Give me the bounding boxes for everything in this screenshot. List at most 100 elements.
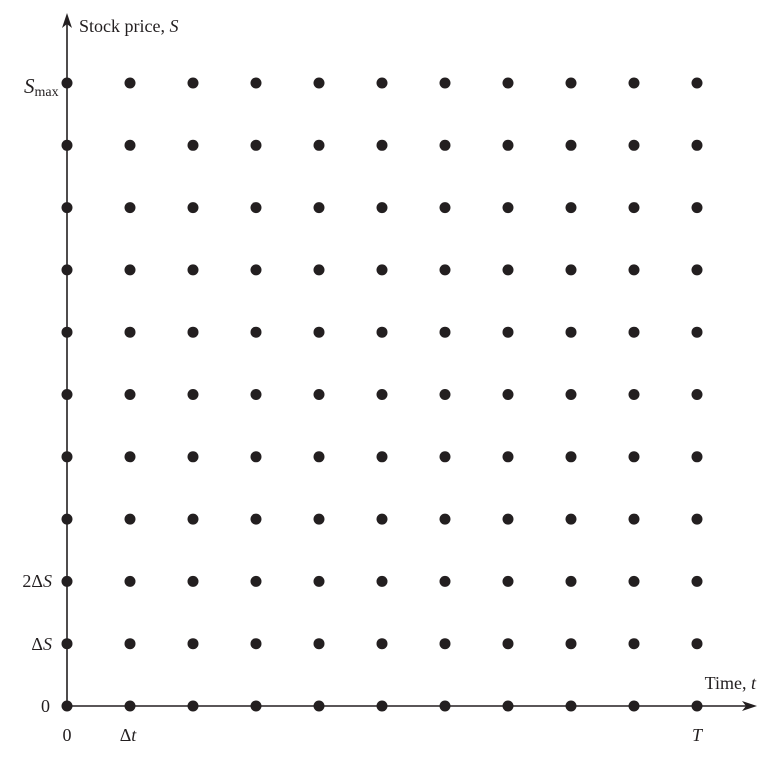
grid-node-t0-s4 <box>61 451 73 463</box>
grid-node-t8-s10 <box>565 77 577 89</box>
grid-node-t3-s4 <box>250 451 262 463</box>
grid-node-t6-s0 <box>439 700 451 712</box>
grid-node-t5-s7 <box>376 264 388 276</box>
grid-node-t9-s5 <box>628 389 640 400</box>
grid-node-t6-s9 <box>439 139 451 151</box>
grid-node-t6-s2 <box>439 575 451 587</box>
grid-node-t3-s10 <box>250 77 262 89</box>
grid-node-t10-s10 <box>691 77 703 89</box>
grid-node-t2-s10 <box>187 77 199 89</box>
grid-node-t0-s9 <box>61 139 73 151</box>
grid-node-t5-s8 <box>376 202 388 214</box>
grid-node-t4-s2 <box>313 575 325 587</box>
axes <box>62 13 757 711</box>
grid-node-t5-s1 <box>376 638 388 650</box>
grid-node-t2-s4 <box>187 451 199 463</box>
grid-node-t2-s7 <box>187 264 199 276</box>
grid-node-t6-s10 <box>439 77 451 89</box>
grid-node-t1-s10 <box>124 77 136 89</box>
x-axis-title: Time, t <box>705 673 757 693</box>
grid-node-t3-s5 <box>250 389 262 400</box>
grid-node-t0-s1 <box>61 638 73 650</box>
grid-node-t0-s7 <box>61 264 73 276</box>
x-axis-arrow <box>742 701 757 711</box>
grid-node-t8-s6 <box>565 326 577 338</box>
grid-node-t5-s3 <box>376 513 388 525</box>
grid-node-t3-s1 <box>250 638 262 650</box>
grid-node-t3-s3 <box>250 513 262 525</box>
grid-node-t10-s4 <box>691 451 703 463</box>
grid-node-t2-s5 <box>187 389 199 400</box>
grid-node-t1-s6 <box>124 326 136 338</box>
grid-node-t9-s10 <box>628 77 640 89</box>
x-tick-zero: 0 <box>63 725 72 745</box>
grid-nodes <box>61 77 703 712</box>
grid-node-t8-s5 <box>565 389 577 400</box>
grid-node-t5-s2 <box>376 575 388 587</box>
grid-node-t6-s1 <box>439 638 451 650</box>
grid-node-t10-s9 <box>691 139 703 151</box>
grid-node-t7-s8 <box>502 202 514 214</box>
grid-node-t7-s6 <box>502 326 514 338</box>
grid-node-t1-s7 <box>124 264 136 276</box>
grid-node-t10-s8 <box>691 202 703 214</box>
grid-node-t6-s5 <box>439 389 451 400</box>
y-axis-title: Stock price, S <box>79 16 178 36</box>
grid-node-t5-s6 <box>376 326 388 338</box>
x-tick-dt: Δt <box>120 725 138 745</box>
grid-node-t7-s2 <box>502 575 514 587</box>
grid-node-t7-s5 <box>502 389 514 400</box>
grid-node-t10-s0 <box>691 700 703 712</box>
grid-node-t9-s9 <box>628 139 640 151</box>
grid-node-t4-s8 <box>313 202 325 214</box>
grid-node-t6-s7 <box>439 264 451 276</box>
grid-node-t8-s1 <box>565 638 577 650</box>
grid-node-t1-s3 <box>124 513 136 525</box>
grid-node-t8-s0 <box>565 700 577 712</box>
grid-node-t4-s0 <box>313 700 325 712</box>
grid-node-t2-s1 <box>187 638 199 650</box>
grid-node-t1-s5 <box>124 389 136 400</box>
grid-node-t9-s3 <box>628 513 640 525</box>
grid-node-t2-s9 <box>187 139 199 151</box>
grid-node-t0-s6 <box>61 326 73 338</box>
grid-node-t8-s7 <box>565 264 577 276</box>
grid-node-t5-s10 <box>376 77 388 89</box>
grid-node-t4-s6 <box>313 326 325 338</box>
grid-node-t10-s1 <box>691 638 703 650</box>
grid-node-t3-s9 <box>250 139 262 151</box>
grid-node-t8-s8 <box>565 202 577 214</box>
grid-node-t8-s2 <box>565 575 577 587</box>
grid-node-t1-s8 <box>124 202 136 214</box>
grid-node-t3-s2 <box>250 575 262 587</box>
grid-node-t7-s9 <box>502 139 514 151</box>
grid-node-t10-s6 <box>691 326 703 338</box>
y-tick-zero: 0 <box>41 696 50 716</box>
grid-node-t2-s2 <box>187 575 199 587</box>
grid-node-t9-s4 <box>628 451 640 463</box>
grid-node-t10-s5 <box>691 389 703 400</box>
grid-node-t9-s6 <box>628 326 640 338</box>
grid-node-t2-s0 <box>187 700 199 712</box>
grid-node-t1-s0 <box>124 700 136 712</box>
grid-node-t0-s3 <box>61 513 73 525</box>
grid-node-t7-s10 <box>502 77 514 89</box>
grid-node-t0-s8 <box>61 202 73 214</box>
y-tick-smax: Smax <box>24 74 59 100</box>
grid-node-t6-s8 <box>439 202 451 214</box>
y-tick-ds: ΔS <box>31 634 52 654</box>
grid-node-t8-s9 <box>565 139 577 151</box>
grid-node-t4-s9 <box>313 139 325 151</box>
grid-node-t10-s2 <box>691 575 703 587</box>
grid-node-t9-s0 <box>628 700 640 712</box>
grid-node-t0-s0 <box>61 700 73 712</box>
grid-node-t5-s4 <box>376 451 388 463</box>
grid-node-t10-s7 <box>691 264 703 276</box>
grid-node-t5-s5 <box>376 389 388 400</box>
grid-node-t4-s3 <box>313 513 325 525</box>
grid-node-t3-s8 <box>250 202 262 214</box>
grid-node-t4-s4 <box>313 451 325 463</box>
grid-node-t5-s9 <box>376 139 388 151</box>
x-tick-T: T <box>692 725 704 745</box>
